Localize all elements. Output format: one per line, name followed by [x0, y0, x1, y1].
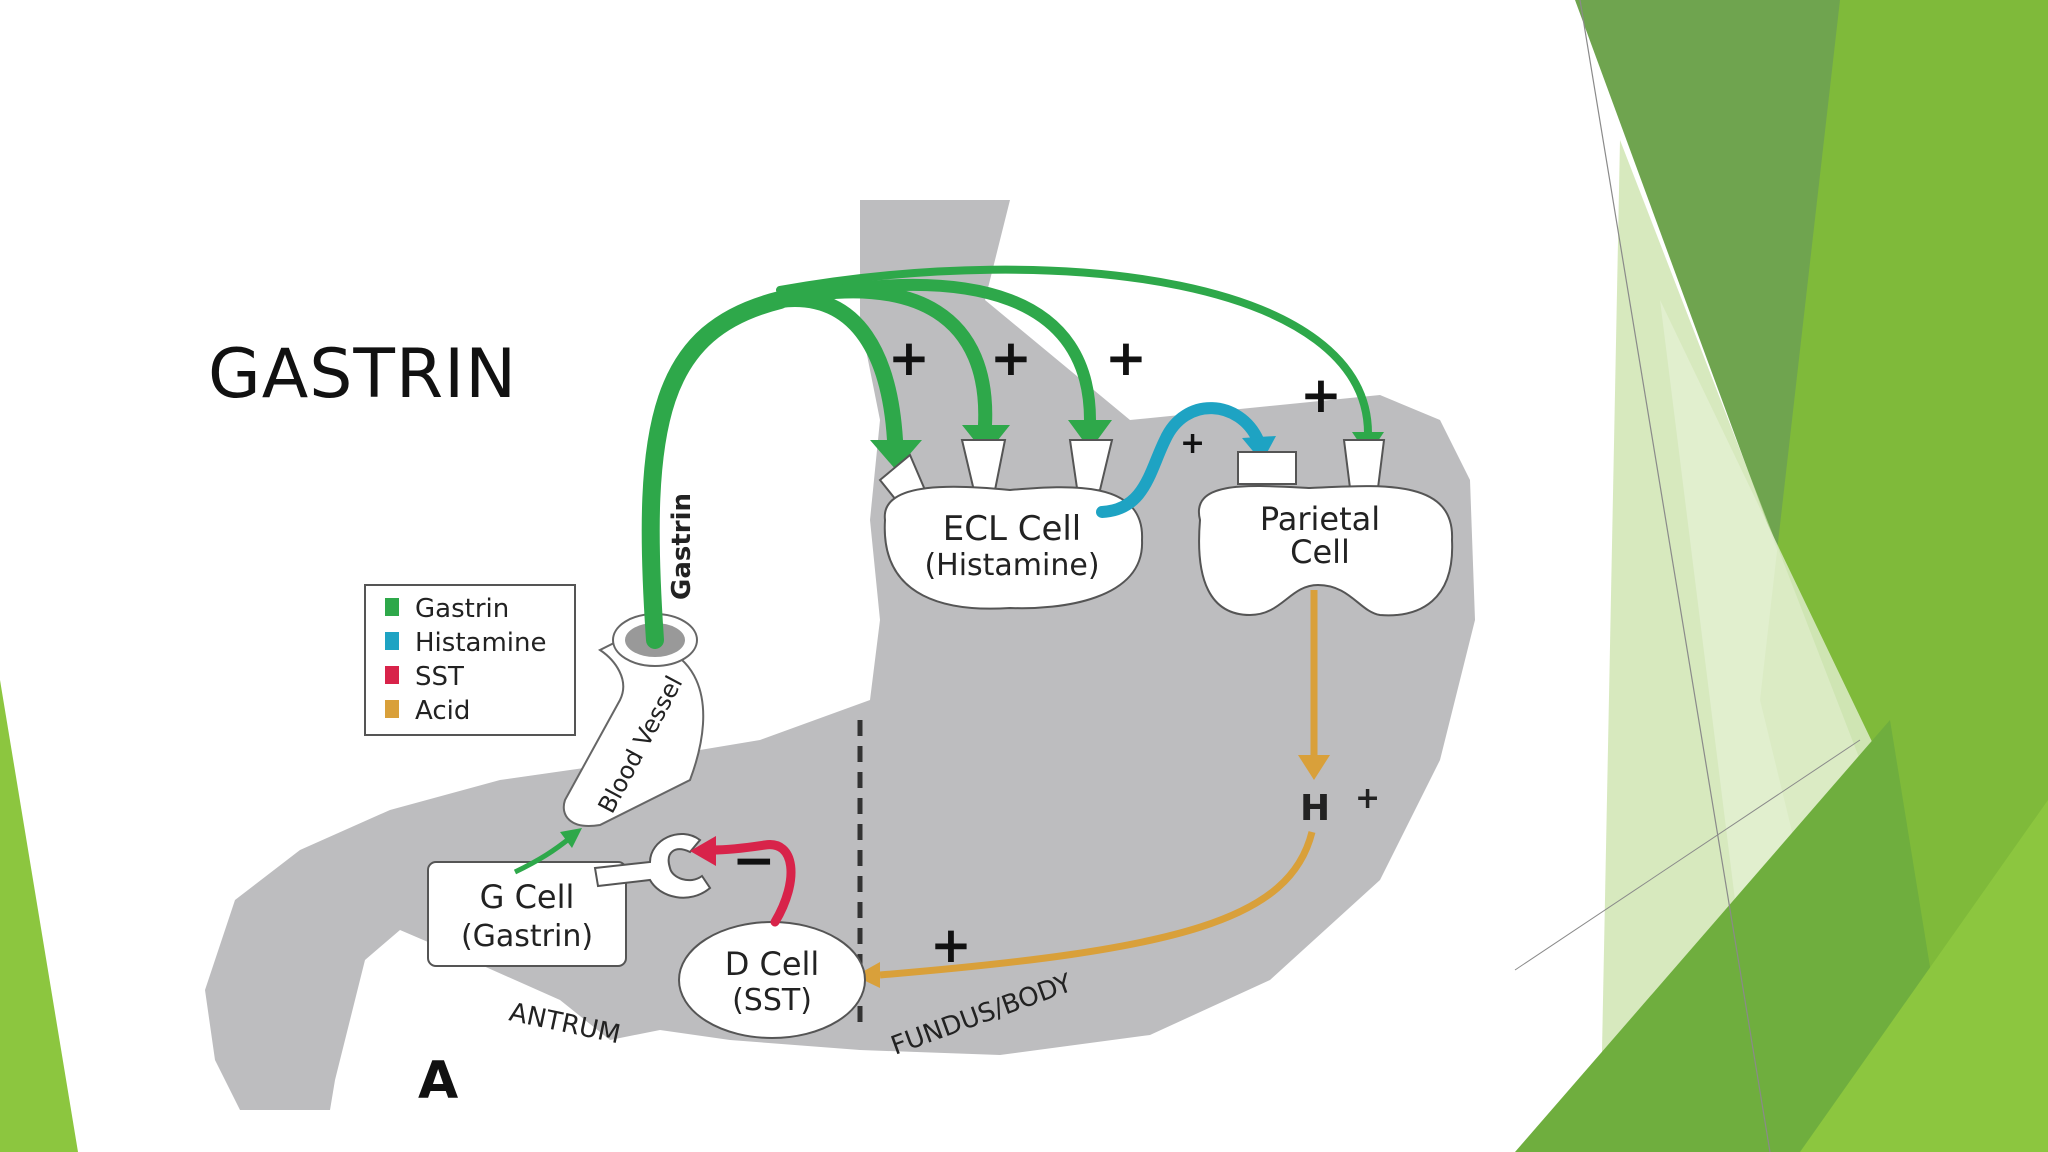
acid-arrow-to-dcell: [879, 831, 1316, 979]
right-accent-shape-bottom2: [1800, 800, 2048, 1152]
legend-swatch-histamine: [385, 632, 399, 650]
sst-arrow: [707, 840, 796, 927]
acid-arrowhead-down: [1298, 755, 1330, 780]
gastrin-arrows: [641, 265, 1373, 649]
d-cell-sublabel: (SST): [732, 983, 812, 1018]
g-cell-sublabel: (Gastrin): [461, 919, 593, 954]
panel-label: A: [418, 1051, 458, 1111]
ecl-cell-sublabel: (Histamine): [924, 548, 1099, 583]
plus-ecl1: +: [888, 329, 930, 387]
acid-arrowhead-dcell: [855, 962, 880, 988]
legend-swatch-gastrin: [385, 598, 399, 616]
g-cell-label: G Cell: [480, 878, 575, 916]
sst-receptor: [593, 833, 712, 899]
gastrin-arrow-parietal: [776, 265, 1373, 439]
legend-label-histamine: Histamine: [415, 628, 546, 658]
legend-label-acid: Acid: [415, 696, 470, 726]
sst-minus-sign: −: [732, 831, 776, 891]
left-accent-shape: [0, 680, 78, 1152]
gastrin-trunk: [641, 291, 789, 649]
slide-title: GASTRIN: [208, 335, 518, 414]
histamine-arrow: [1096, 402, 1264, 518]
legend: Gastrin Histamine SST Acid: [364, 584, 576, 736]
legend-swatch-acid: [385, 700, 399, 718]
ecl-cell: ECL Cell (Histamine): [878, 439, 1144, 610]
parietal-cell-sublabel: Cell: [1290, 533, 1350, 571]
plus-ecl2: +: [990, 329, 1032, 387]
acid-superscript: +: [1355, 781, 1380, 816]
arrowhead-ecl1: [870, 440, 922, 470]
arrowhead-ecl3: [1068, 420, 1112, 450]
d-cell-label: D Cell: [725, 945, 820, 983]
sst-arrowhead: [690, 836, 716, 866]
legend-label-sst: SST: [415, 662, 464, 692]
gcell-to-vessel-arrow: [513, 836, 572, 875]
legend-swatch-sst: [385, 666, 399, 684]
plus-parietal: +: [1300, 366, 1342, 424]
decor-line-1: [1579, 0, 1771, 1152]
g-cell: G Cell (Gastrin): [427, 861, 627, 967]
plus-histamine: +: [1180, 426, 1205, 461]
legend-label-gastrin: Gastrin: [415, 594, 509, 624]
parietal-cell-label: Parietal: [1260, 500, 1380, 538]
right-accent-shape-bottom: [1515, 720, 1960, 1152]
plus-ecl3: +: [1105, 329, 1147, 387]
gastrin-vertical-label: Gastrin: [667, 493, 697, 600]
parietal-cell: Parietal Cell: [1197, 439, 1454, 617]
gastrin-arrow-ecl3: [774, 279, 1096, 426]
decor-line-2: [1514, 739, 1861, 971]
gcell-to-vessel-arrowhead: [560, 828, 582, 848]
acid-label: H: [1300, 788, 1330, 829]
d-cell: D Cell (SST): [678, 921, 866, 1039]
ecl-cell-label: ECL Cell: [943, 509, 1082, 549]
histamine-arrowhead: [1242, 436, 1276, 462]
